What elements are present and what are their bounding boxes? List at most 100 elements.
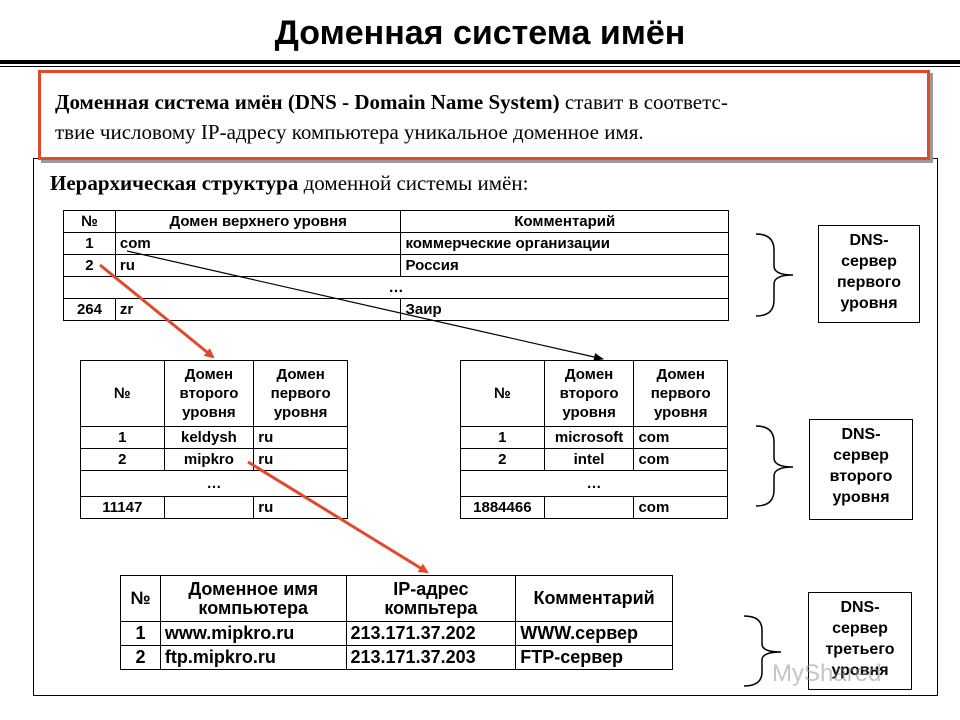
header-cell: Домен первого уровня bbox=[633, 360, 728, 427]
cell-number: 1884466 bbox=[460, 496, 545, 519]
dns-label-line: сервер bbox=[832, 620, 888, 637]
cell-domain: zr bbox=[114, 298, 402, 321]
table-header-row: № Домен второго уровня Домен первого уро… bbox=[80, 360, 348, 427]
hierarchy-heading-bold: Иерархическая структура bbox=[50, 171, 299, 195]
second-level-table-ru: № Домен второго уровня Домен первого уро… bbox=[80, 360, 348, 519]
header-cell: № bbox=[63, 210, 116, 233]
second-level-table-com: № Домен второго уровня Домен первого уро… bbox=[460, 360, 728, 519]
cell-second-level: intel bbox=[543, 448, 635, 471]
table-row: 1 keldysh ru bbox=[80, 426, 348, 449]
dns-label-line: уровня bbox=[832, 489, 890, 506]
cell-number: 11147 bbox=[80, 496, 165, 519]
page-title: Доменная система имён bbox=[274, 14, 686, 52]
header-cell: Домен верхнего уровня bbox=[114, 210, 402, 233]
cell-comment: Заир bbox=[400, 298, 729, 321]
dns-third-level-label: DNS- сервер третьего уровня bbox=[808, 592, 912, 690]
definition-rest-line1: ставит в соответс- bbox=[559, 90, 728, 114]
hierarchy-heading-rest: доменной системы имён: bbox=[298, 171, 529, 195]
dns-label-line: третьего bbox=[825, 641, 895, 658]
cell-number: 2 bbox=[80, 448, 165, 471]
dns-label-line: DNS- bbox=[840, 599, 880, 616]
cell-ellipsis: … bbox=[80, 470, 348, 497]
header-cell: № bbox=[460, 360, 545, 427]
table-header-row: № Доменное имя компьютера IP-адрес компь… bbox=[120, 575, 673, 622]
dns-label-line: второго bbox=[829, 468, 893, 485]
dns-first-level-label: DNS- сервер первого уровня bbox=[818, 225, 920, 323]
cell-first-level: ru bbox=[253, 448, 348, 471]
cell-number: 2 bbox=[460, 448, 545, 471]
cell-number: 1 bbox=[120, 621, 161, 646]
cell-number: 1 bbox=[460, 426, 545, 449]
cell-comment: Россия bbox=[400, 254, 729, 277]
cell-first-level: ru bbox=[253, 496, 348, 519]
cell-second-level bbox=[163, 496, 255, 519]
table-row: 11147 ru bbox=[80, 496, 348, 519]
cell-number: 2 bbox=[120, 645, 161, 670]
dns-label-line: уровня bbox=[840, 295, 898, 312]
dns-label-line: первого bbox=[837, 274, 901, 291]
dns-label-line: DNS- bbox=[849, 232, 889, 249]
title-rule-thin bbox=[0, 66, 960, 67]
dns-label-line: сервер bbox=[841, 253, 897, 270]
cell-ellipsis: … bbox=[63, 276, 729, 299]
cell-ellipsis: … bbox=[460, 470, 728, 497]
header-cell: Доменное имя компьютера bbox=[159, 575, 347, 622]
table-row: 2 ftp.mipkro.ru 213.171.37.203 FTP-серве… bbox=[120, 645, 673, 670]
table-header-row: № Домен верхнего уровня Комментарий bbox=[63, 210, 729, 233]
header-cell: Домен второго уровня bbox=[543, 360, 635, 427]
table-row: 2 intel com bbox=[460, 448, 728, 471]
table-row: 2 mipkro ru bbox=[80, 448, 348, 471]
header-cell: № bbox=[120, 575, 161, 622]
cell-comment: WWW.сервер bbox=[515, 621, 673, 646]
table-row: 1 www.mipkro.ru 213.171.37.202 WWW.серве… bbox=[120, 621, 673, 646]
cell-first-level: com bbox=[633, 426, 728, 449]
cell-domain: ru bbox=[114, 254, 402, 277]
table-row-ellipsis: … bbox=[460, 470, 728, 497]
cell-number: 2 bbox=[63, 254, 116, 277]
hierarchy-heading: Иерархическая структура доменной системы… bbox=[50, 171, 528, 196]
computer-name-table: № Доменное имя компьютера IP-адрес компь… bbox=[120, 575, 673, 670]
cell-ip-address: 213.171.37.202 bbox=[345, 621, 517, 646]
table-row: 1884466 com bbox=[460, 496, 728, 519]
cell-second-level: mipkro bbox=[163, 448, 255, 471]
definition-text: Доменная система имён (DNS - Domain Name… bbox=[55, 87, 915, 147]
header-cell: Комментарий bbox=[400, 210, 729, 233]
cell-number: 1 bbox=[63, 232, 116, 255]
cell-number: 1 bbox=[80, 426, 165, 449]
table-row: 1 com коммерческие организации bbox=[63, 232, 729, 255]
header-cell: № bbox=[80, 360, 165, 427]
cell-ip-address: 213.171.37.203 bbox=[345, 645, 517, 670]
header-cell: Комментарий bbox=[515, 575, 673, 622]
cell-host-name: ftp.mipkro.ru bbox=[159, 645, 347, 670]
dns-second-level-label: DNS- сервер второго уровня bbox=[809, 419, 913, 520]
definition-term: Доменная система имён (DNS - Domain Name… bbox=[55, 90, 560, 114]
dns-label-line: DNS- bbox=[841, 426, 881, 443]
cell-first-level: com bbox=[633, 448, 728, 471]
cell-second-level bbox=[543, 496, 635, 519]
table-row: 264 zr Заир bbox=[63, 298, 729, 321]
table-row-ellipsis: … bbox=[80, 470, 348, 497]
header-cell: Домен первого уровня bbox=[253, 360, 348, 427]
definition-box: Доменная система имён (DNS - Domain Name… bbox=[38, 70, 930, 160]
table-row: 2 ru Россия bbox=[63, 254, 729, 277]
dns-label-line: сервер bbox=[833, 447, 889, 464]
cell-second-level: microsoft bbox=[543, 426, 635, 449]
title-rule bbox=[0, 60, 960, 64]
header-cell: Домен второго уровня bbox=[163, 360, 255, 427]
watermark-text: MyShared bbox=[772, 660, 882, 687]
cell-first-level: ru bbox=[253, 426, 348, 449]
cell-comment: FTP-сервер bbox=[515, 645, 673, 670]
top-level-domain-table: № Домен верхнего уровня Комментарий 1 co… bbox=[63, 210, 729, 321]
cell-number: 264 bbox=[63, 298, 116, 321]
definition-line2: твие числовому IP-адресу компьютера уник… bbox=[55, 120, 644, 144]
cell-domain: com bbox=[114, 232, 402, 255]
cell-host-name: www.mipkro.ru bbox=[159, 621, 347, 646]
table-row-ellipsis: … bbox=[63, 276, 729, 299]
header-cell: IP-адрес компьтера bbox=[345, 575, 517, 622]
cell-first-level: com bbox=[633, 496, 728, 519]
table-row: 1 microsoft com bbox=[460, 426, 728, 449]
dns-label-line: уровня bbox=[831, 662, 889, 679]
cell-comment: коммерческие организации bbox=[400, 232, 729, 255]
cell-second-level: keldysh bbox=[163, 426, 255, 449]
table-header-row: № Домен второго уровня Домен первого уро… bbox=[460, 360, 728, 427]
